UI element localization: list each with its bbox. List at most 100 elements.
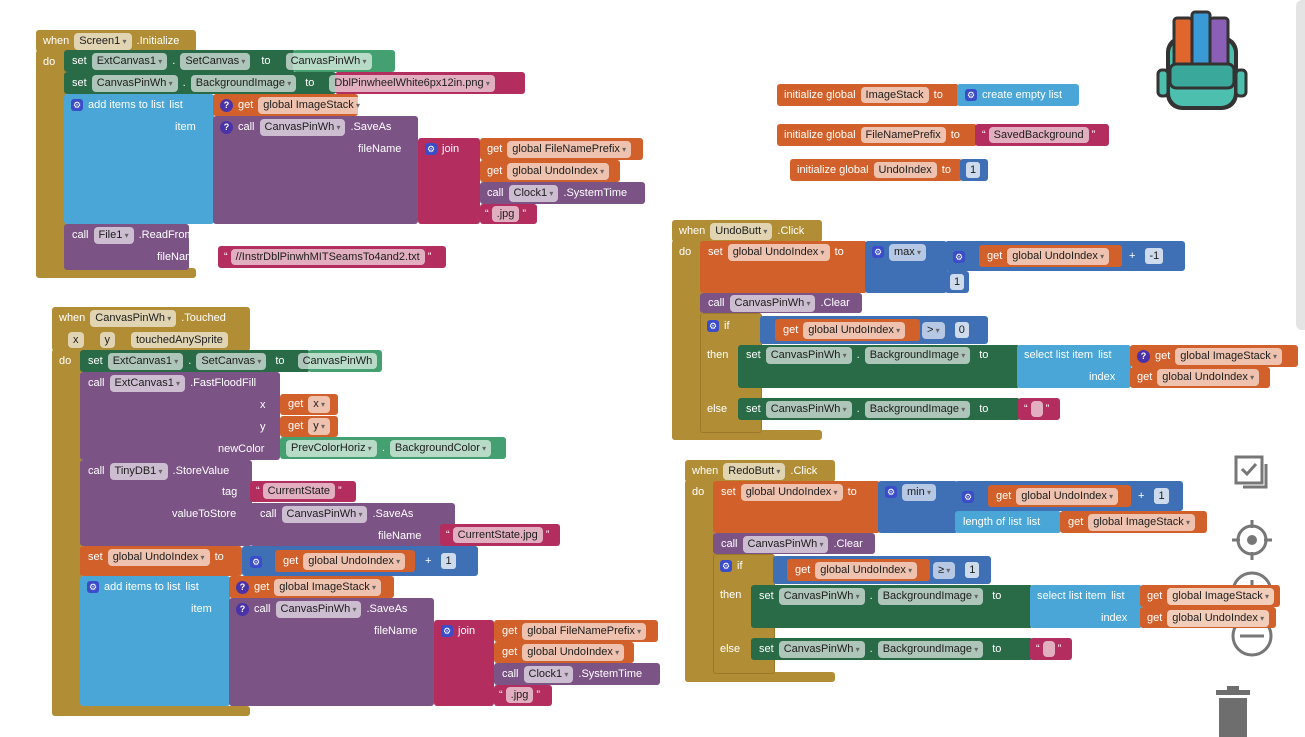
- number-value[interactable]: -1: [1145, 248, 1164, 264]
- variable-dropdown[interactable]: global UndoIndex: [107, 548, 210, 566]
- component-dropdown[interactable]: ExtCanvas1: [91, 52, 168, 70]
- component-dropdown[interactable]: PrevColorHoriz: [286, 439, 377, 457]
- add-items-block[interactable]: [64, 94, 214, 224]
- component-dropdown[interactable]: CanvasPinWh: [778, 640, 865, 658]
- component-dropdown[interactable]: CanvasPinWh: [281, 505, 368, 523]
- text-value[interactable]: CurrentState: [262, 483, 336, 499]
- select-list-item-block[interactable]: [1017, 345, 1131, 388]
- property-dropdown[interactable]: BackgroundColor: [389, 439, 492, 457]
- number-value[interactable]: 0: [954, 322, 969, 338]
- text-value[interactable]: SavedBackground: [988, 127, 1089, 143]
- component-dropdown[interactable]: CanvasPinWh: [285, 52, 372, 70]
- number-value[interactable]: 1: [1154, 488, 1169, 504]
- component-dropdown[interactable]: RedoButt: [723, 462, 786, 480]
- length-of-list-block[interactable]: [955, 511, 1061, 533]
- text-value[interactable]: //InstrDblPinwhMITSeamsTo4and2.txt: [230, 249, 425, 265]
- create-empty-list-block[interactable]: [957, 84, 1079, 106]
- gear-icon[interactable]: ⚙: [71, 99, 83, 111]
- help-icon[interactable]: ?: [236, 602, 249, 616]
- component-dropdown[interactable]: File1: [93, 226, 134, 244]
- help-icon[interactable]: ?: [220, 120, 233, 134]
- text-value[interactable]: [1030, 401, 1043, 417]
- variable-dropdown[interactable]: global UndoIndex: [803, 321, 906, 339]
- gear-icon[interactable]: ⚙: [962, 491, 974, 503]
- property-dropdown[interactable]: BackgroundImage: [877, 587, 984, 605]
- variable-name[interactable]: UndoIndex: [873, 162, 937, 178]
- gear-icon[interactable]: ⚙: [953, 251, 965, 263]
- property-dropdown[interactable]: SetCanvas: [196, 352, 267, 370]
- vertical-scrollbar[interactable]: [1296, 0, 1305, 330]
- variable-dropdown[interactable]: global FileNamePrefix: [522, 622, 647, 640]
- component-dropdown[interactable]: TinyDB1: [109, 462, 168, 480]
- gear-icon[interactable]: ⚙: [425, 143, 437, 155]
- variable-dropdown[interactable]: global UndoIndex: [1016, 487, 1119, 505]
- variable-dropdown[interactable]: global UndoIndex: [727, 243, 830, 261]
- variable-dropdown[interactable]: global ImageStack: [1088, 513, 1196, 531]
- variable-dropdown[interactable]: global ImageStack: [258, 96, 366, 114]
- variable-dropdown[interactable]: global ImageStack: [1175, 347, 1283, 365]
- gear-icon[interactable]: ⚙: [250, 556, 262, 568]
- max-dropdown[interactable]: max: [889, 243, 927, 261]
- component-dropdown[interactable]: CanvasPinWh: [765, 400, 852, 418]
- variable-dropdown[interactable]: global UndoIndex: [1007, 247, 1110, 265]
- operator-dropdown[interactable]: >: [922, 321, 945, 339]
- component-dropdown[interactable]: UndoButt: [710, 222, 773, 240]
- backpack-icon[interactable]: [1152, 8, 1248, 120]
- gear-icon[interactable]: ⚙: [720, 560, 732, 572]
- variable-dropdown[interactable]: global UndoIndex: [740, 483, 843, 501]
- number-value[interactable]: 1: [966, 162, 981, 178]
- help-icon[interactable]: ?: [1137, 349, 1150, 363]
- operator-dropdown[interactable]: ≥: [933, 561, 956, 579]
- variable-dropdown[interactable]: global ImageStack: [274, 578, 382, 596]
- property-dropdown[interactable]: BackgroundImage: [877, 640, 984, 658]
- variable-name[interactable]: FileNamePrefix: [860, 127, 946, 143]
- cleanup-checkbox-icon[interactable]: [1233, 454, 1273, 494]
- text-value[interactable]: DblPinwheelWhite6px12in.png: [329, 74, 495, 92]
- property-dropdown[interactable]: SetCanvas: [180, 52, 251, 70]
- component-dropdown[interactable]: CanvasPinWh: [778, 587, 865, 605]
- variable-dropdown[interactable]: y: [308, 417, 331, 435]
- gear-icon[interactable]: ⚙: [965, 89, 977, 101]
- help-icon[interactable]: ?: [220, 98, 233, 112]
- variable-dropdown[interactable]: x: [308, 395, 331, 413]
- param-touchedanysprite[interactable]: touchedAnySprite: [131, 332, 228, 348]
- component-dropdown[interactable]: Clock1: [508, 184, 559, 202]
- property-dropdown[interactable]: BackgroundImage: [190, 74, 297, 92]
- gear-icon[interactable]: ⚙: [872, 246, 884, 258]
- variable-dropdown[interactable]: global UndoIndex: [522, 643, 625, 661]
- select-list-item-block[interactable]: [1030, 585, 1142, 628]
- component-dropdown[interactable]: Clock1: [523, 665, 574, 683]
- number-value[interactable]: 1: [441, 553, 456, 569]
- gear-icon[interactable]: ⚙: [707, 320, 719, 332]
- number-value[interactable]: 1: [950, 274, 965, 290]
- component-dropdown[interactable]: CanvasPinWh: [90, 309, 177, 327]
- component-dropdown[interactable]: Screen1: [74, 32, 132, 50]
- component-dropdown[interactable]: CanvasPinWh: [765, 346, 852, 364]
- variable-dropdown[interactable]: global UndoIndex: [815, 561, 918, 579]
- gear-icon[interactable]: ⚙: [87, 581, 99, 593]
- variable-dropdown[interactable]: global ImageStack: [1167, 587, 1275, 605]
- variable-dropdown[interactable]: global UndoIndex: [507, 162, 610, 180]
- add-items-block[interactable]: [80, 576, 230, 706]
- param-x[interactable]: x: [68, 332, 84, 348]
- text-value[interactable]: .jpg: [505, 687, 534, 703]
- variable-dropdown[interactable]: global UndoIndex: [303, 552, 406, 570]
- trash-icon[interactable]: [1214, 684, 1254, 737]
- number-value[interactable]: 1: [965, 562, 980, 578]
- variable-name[interactable]: ImageStack: [860, 87, 929, 103]
- component-dropdown[interactable]: CanvasPinWh: [297, 353, 378, 369]
- param-y[interactable]: y: [99, 332, 115, 348]
- component-dropdown[interactable]: CanvasPinWh: [91, 74, 178, 92]
- component-dropdown[interactable]: CanvasPinWh: [729, 294, 816, 312]
- component-dropdown[interactable]: CanvasPinWh: [259, 118, 346, 136]
- help-icon[interactable]: ?: [236, 580, 249, 594]
- text-value[interactable]: [1042, 641, 1055, 657]
- component-dropdown[interactable]: ExtCanvas1: [109, 374, 186, 392]
- property-dropdown[interactable]: BackgroundImage: [864, 400, 971, 418]
- component-dropdown[interactable]: ExtCanvas1: [107, 352, 184, 370]
- component-dropdown[interactable]: CanvasPinWh: [275, 600, 362, 618]
- recenter-target-icon[interactable]: [1232, 518, 1272, 562]
- variable-dropdown[interactable]: global FileNamePrefix: [507, 140, 632, 158]
- min-dropdown[interactable]: min: [902, 483, 936, 501]
- text-value[interactable]: .jpg: [491, 206, 520, 222]
